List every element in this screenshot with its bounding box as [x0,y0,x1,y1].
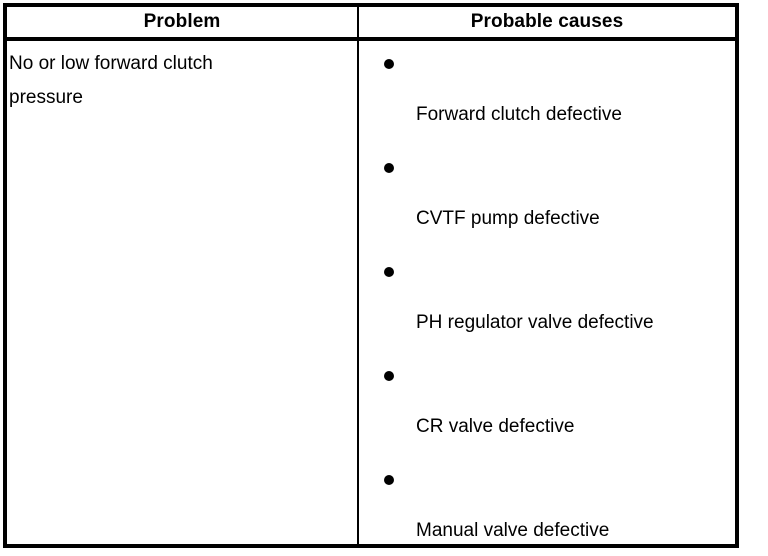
column-header-problem: Problem [143,11,221,32]
cause-label: Manual valve defective [416,520,610,541]
cause-label: CVTF pump defective [416,208,600,229]
list-item: PH regulator valve defective [359,249,735,353]
cause-label: PH regulator valve defective [416,312,654,333]
probable-causes-list: Forward clutch defective CVTF pump defec… [359,41,735,544]
list-item: CR valve defective [359,353,735,457]
list-item: CVTF pump defective [359,145,735,249]
cause-label: CR valve defective [416,416,575,437]
cause-label: Forward clutch defective [416,104,622,125]
list-item: Forward clutch defective [359,41,735,145]
table-body: No or low forward clutch pressure Forwar… [7,41,735,544]
list-item: Manual valve defective [359,457,735,544]
bullet-icon [384,371,394,381]
troubleshooting-table: Problem Probable causes No or low forwar… [3,3,739,548]
bullet-icon [384,267,394,277]
table-header-row: Problem Probable causes [7,7,735,41]
table-row: No or low forward clutch pressure [7,41,355,544]
column-divider [357,7,359,544]
bullet-icon [384,59,394,69]
bullet-icon [384,163,394,173]
column-header-probable-causes: Probable causes [470,11,624,32]
problem-description: No or low forward clutch pressure [9,53,213,108]
bullet-icon [384,475,394,485]
